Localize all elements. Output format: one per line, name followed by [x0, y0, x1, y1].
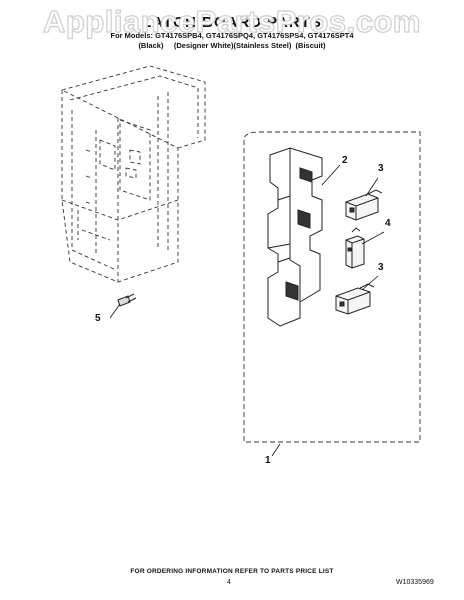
callout-3-bottom: 3	[378, 262, 384, 273]
page-title: LATCH BOARD PARTS	[142, 14, 322, 31]
latch-board-part	[267, 147, 323, 327]
document-number: W10335969	[396, 579, 434, 586]
switch-bottom-part	[335, 283, 375, 315]
ordering-note: FOR ORDERING INFORMATION REFER TO PARTS …	[130, 568, 334, 575]
callout-5: 5	[95, 313, 101, 324]
switch-middle-part	[345, 227, 365, 269]
microwave-cavity-outline	[61, 65, 206, 283]
parts-grouping-box	[243, 131, 421, 443]
callout-4: 4	[385, 218, 391, 229]
callout-2: 2	[342, 155, 348, 166]
leader-lines	[109, 164, 385, 457]
mounting-screw-part	[117, 293, 137, 307]
switch-top-part	[345, 189, 383, 221]
callout-1: 1	[265, 455, 271, 466]
page-number: 4	[227, 579, 231, 586]
model-list: For Models: GT4176SPB4, GT4176SPQ4, GT41…	[110, 31, 354, 40]
color-variants: (Black) (Designer White)(Stainless Steel…	[138, 41, 326, 50]
callout-3-top: 3	[378, 163, 384, 174]
